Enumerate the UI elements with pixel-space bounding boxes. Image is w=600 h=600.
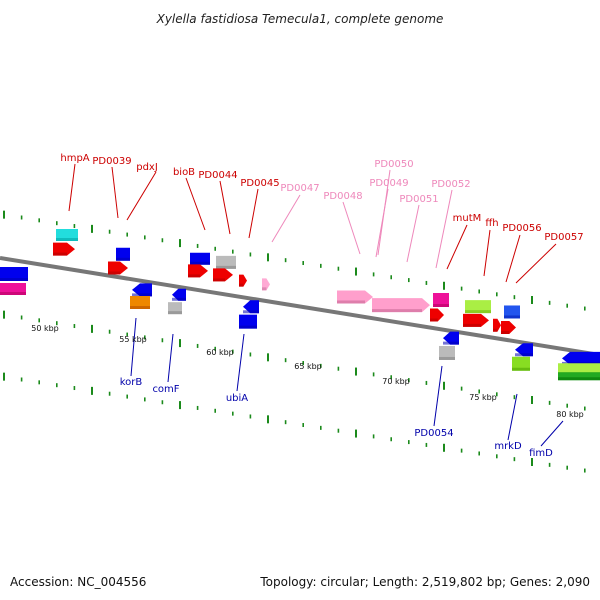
gene-PD0052: [430, 308, 444, 322]
gene-label-ubiA: ubiA: [226, 393, 248, 404]
gene-label-PD0054: PD0054: [414, 428, 453, 439]
gene-PD0044: [213, 268, 233, 282]
ruler-label-70kbp: 70 kbp: [382, 377, 410, 386]
ruler-label-50kbp: 50 kbp: [31, 324, 59, 333]
leader-line: [515, 243, 557, 284]
gene-features: [0, 229, 600, 381]
gene-comF: [172, 288, 186, 301]
gene-PD0056: [501, 320, 516, 334]
gene-left-pink: [0, 283, 26, 295]
ruler-label-75kbp: 75 kbp: [469, 393, 497, 402]
gene-mrkD-box: [512, 356, 530, 371]
ruler-label-80kbp: 80 kbp: [556, 410, 584, 419]
gene-PD0057-box: [504, 305, 520, 319]
gene-pdxJ: [116, 247, 130, 261]
gene-label-hmpA: hmpA: [60, 153, 89, 164]
gene-comF-box: [168, 302, 182, 315]
gene-label-PD0039: PD0039: [92, 156, 131, 167]
leader-line: [271, 194, 301, 243]
leader-line: [540, 420, 564, 447]
gene-bioB: [188, 264, 208, 278]
leader-line: [248, 188, 259, 239]
leader-line: [219, 180, 231, 235]
gene-mrkD: [515, 343, 533, 357]
ruler-label-60kbp: 60 kbp: [206, 348, 234, 357]
leader-line: [406, 204, 420, 263]
leader-line: [483, 229, 491, 277]
gene-label-PD0048: PD0048: [323, 191, 362, 202]
gene-PD0054-box: [439, 345, 455, 360]
leader-line: [507, 393, 518, 441]
gene-bioB-box: [190, 252, 210, 265]
gene-PD0045: [239, 274, 247, 287]
gene-PD0048: [337, 290, 373, 304]
gene-label-mrkD: mrkD: [494, 441, 522, 452]
leader-line: [433, 365, 443, 427]
leader-line: [111, 166, 119, 219]
gene-korB: [132, 283, 152, 297]
accession-text: Accession: NC_004556: [10, 575, 146, 589]
gene-label-PD0057: PD0057: [544, 232, 583, 243]
gene-ffh: [493, 318, 501, 332]
gene-korB-box: [130, 296, 150, 310]
gene-PD0054: [443, 331, 459, 345]
gene-left-blue: [0, 267, 28, 281]
ruler-label-65kbp: 65 kbp: [294, 362, 322, 371]
gene-PD0044-box: [216, 255, 236, 269]
gene-label-PD0050: PD0050: [374, 159, 413, 170]
gene-PD0050: [372, 298, 430, 313]
gene-label-PD0047: PD0047: [280, 183, 319, 194]
gene-fimD-box2: [558, 372, 600, 381]
map-title: Xylella fastidiosa Temecula1, complete g…: [156, 12, 444, 26]
gene-ffh-box: [465, 300, 491, 314]
gene-label-ffh: ffh: [485, 218, 498, 229]
gene-label-PD0045: PD0045: [240, 178, 279, 189]
topology-text: Topology: circular; Length: 2,519,802 bp…: [259, 575, 590, 589]
gene-ubiA-box: [239, 314, 257, 329]
gene-label-comF: comF: [152, 384, 179, 395]
leader-line: [505, 234, 521, 283]
gene-label-PD0056: PD0056: [502, 223, 541, 234]
label-leader-lines: [68, 163, 564, 447]
genome-backbone: [0, 256, 600, 357]
leader-line: [167, 333, 174, 383]
gene-label-fimD: fimD: [529, 448, 553, 459]
gene-label-pdxJ: pdxJ: [136, 162, 158, 173]
gene-mutM: [463, 313, 489, 327]
leader-line: [68, 163, 76, 212]
gene-ubiA: [243, 300, 259, 314]
gene-label-korB: korB: [120, 377, 143, 388]
gene-label-PD0049: PD0049: [369, 178, 408, 189]
leader-line: [236, 333, 245, 392]
leader-line: [130, 317, 137, 377]
gene-label-PD0052: PD0052: [431, 179, 470, 190]
gene-label-bioB: bioB: [173, 167, 195, 178]
gene-PD0047: [262, 278, 270, 291]
gene-hmpA-cyan: [56, 229, 78, 242]
gene-label-mutM: mutM: [453, 213, 482, 224]
gene-label-PD0051: PD0051: [399, 194, 438, 205]
gene-PD0051: [433, 293, 449, 308]
leader-line: [446, 224, 468, 270]
ruler-label-55kbp: 55 kbp: [119, 335, 147, 344]
leader-line: [435, 189, 453, 269]
gene-label-PD0044: PD0044: [198, 170, 237, 181]
leader-line: [126, 171, 157, 221]
tick-marks: [3, 210, 586, 473]
gene-fimD: [562, 351, 600, 365]
gene-PD0039: [108, 261, 128, 275]
leader-line: [185, 177, 206, 231]
leader-line: [342, 201, 361, 255]
leader-line: [375, 188, 389, 258]
gene-hmpA: [53, 242, 75, 256]
